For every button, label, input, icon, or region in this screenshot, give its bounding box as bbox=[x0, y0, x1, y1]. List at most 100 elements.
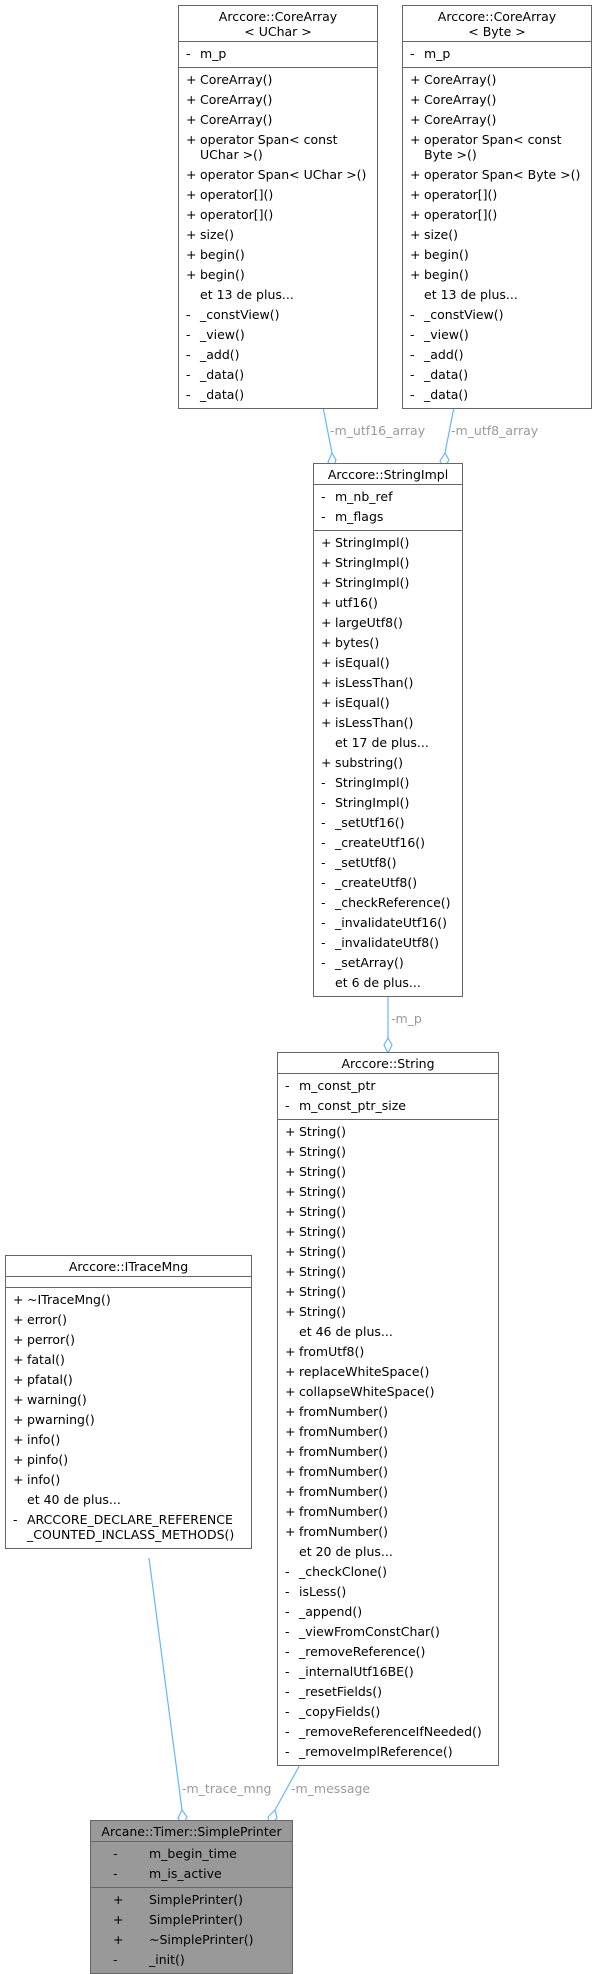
method-row: +SimplePrinter() bbox=[91, 1910, 292, 1930]
method-name: fromNumber() bbox=[299, 1444, 389, 1459]
method-row: -_removeReferenceIfNeeded() bbox=[278, 1722, 498, 1742]
visibility-marker: - bbox=[321, 835, 326, 850]
visibility-marker: + bbox=[285, 1444, 296, 1459]
method-name: _view() bbox=[200, 327, 245, 342]
visibility-marker: - bbox=[410, 347, 415, 362]
visibility-marker: + bbox=[13, 1452, 24, 1467]
visibility-marker: + bbox=[186, 92, 197, 107]
method-row: +utf16() bbox=[314, 593, 462, 613]
visibility-marker: + bbox=[285, 1384, 296, 1399]
method-name: fatal() bbox=[27, 1352, 65, 1367]
visibility-marker bbox=[278, 1542, 299, 1562]
method-row: +String() bbox=[278, 1302, 498, 1322]
method-row: -_append() bbox=[278, 1602, 498, 1622]
method-row: +substring() bbox=[314, 753, 462, 773]
method-name: fromNumber() bbox=[299, 1524, 389, 1539]
visibility-marker: - bbox=[285, 1684, 290, 1699]
class-node-simpleprinter[interactable]: Arcane::Timer::SimplePrinter-m_begin_tim… bbox=[90, 1820, 293, 1974]
visibility-marker: - bbox=[186, 387, 191, 402]
visibility-marker bbox=[6, 1490, 27, 1510]
method-name: isLess() bbox=[299, 1584, 347, 1599]
method-row: +fromNumber() bbox=[278, 1402, 498, 1422]
visibility-marker: - bbox=[321, 855, 326, 870]
attributes-section: -m_begin_time-m_is_active bbox=[91, 1841, 292, 1887]
method-row: +fromNumber() bbox=[278, 1482, 498, 1502]
method-name: String() bbox=[299, 1264, 347, 1279]
method-name: _removeReference() bbox=[299, 1644, 426, 1659]
visibility-marker: + bbox=[186, 247, 197, 262]
visibility-marker: - bbox=[321, 875, 326, 890]
method-name: pfatal() bbox=[27, 1372, 73, 1387]
method-row: -_viewFromConstChar() bbox=[278, 1622, 498, 1642]
attributes-section: -m_p bbox=[403, 41, 591, 67]
class-title: Arccore::CoreArray < Byte > bbox=[437, 9, 557, 39]
method-name: _invalidateUtf16() bbox=[335, 915, 447, 930]
attribute-name: m_is_active bbox=[149, 1866, 222, 1881]
method-row: - _init() bbox=[91, 1950, 292, 1970]
method-name: _checkReference() bbox=[335, 895, 451, 910]
method-row: +String() bbox=[278, 1282, 498, 1302]
class-node-corearray-uchar[interactable]: Arccore::CoreArray < UChar >-m_p+CoreArr… bbox=[178, 5, 378, 409]
method-name: _constView() bbox=[424, 307, 504, 322]
method-row: +size() bbox=[179, 225, 377, 245]
attribute-name: m_const_ptr_size bbox=[299, 1098, 406, 1113]
method-row: +String() bbox=[278, 1242, 498, 1262]
attribute-row: -m_begin_time bbox=[91, 1844, 292, 1864]
method-name: String() bbox=[299, 1164, 347, 1179]
visibility-marker: + bbox=[186, 72, 197, 87]
visibility-marker: + bbox=[410, 132, 421, 147]
visibility-marker: + bbox=[186, 132, 197, 147]
method-row: +String() bbox=[278, 1202, 498, 1222]
visibility-marker: + bbox=[13, 1352, 24, 1367]
method-name: _createUtf16() bbox=[335, 835, 426, 850]
method-name: replaceWhiteSpace() bbox=[299, 1364, 430, 1379]
method-name: String() bbox=[299, 1244, 347, 1259]
method-row: et 40 de plus... bbox=[6, 1490, 251, 1510]
visibility-marker: + bbox=[13, 1372, 24, 1387]
method-row: +fromNumber() bbox=[278, 1462, 498, 1482]
method-name: String() bbox=[299, 1304, 347, 1319]
method-name: operator Span< Byte >() bbox=[424, 167, 581, 182]
visibility-marker: + bbox=[410, 92, 421, 107]
visibility-marker: + bbox=[321, 555, 332, 570]
method-name: ~SimplePrinter() bbox=[149, 1932, 254, 1947]
method-name: _data() bbox=[424, 387, 469, 402]
method-name: ARCCORE_DECLARE_REFERENCE _COUNTED_INCLA… bbox=[27, 1512, 235, 1542]
class-node-string[interactable]: Arccore::String-m_const_ptr-m_const_ptr_… bbox=[277, 1052, 499, 1766]
method-name: operator[]() bbox=[424, 207, 498, 222]
method-row: +CoreArray() bbox=[403, 90, 591, 110]
visibility-marker: - bbox=[113, 1952, 118, 1967]
method-name: et 13 de plus... bbox=[200, 287, 294, 302]
attribute-name: m_const_ptr bbox=[299, 1078, 376, 1093]
visibility-marker: - bbox=[321, 935, 326, 950]
method-row: +error() bbox=[6, 1310, 251, 1330]
visibility-marker: - bbox=[186, 367, 191, 382]
method-row: +largeUtf8() bbox=[314, 613, 462, 633]
class-node-stringimpl[interactable]: Arccore::StringImpl-m_nb_ref-m_flags+Str… bbox=[313, 463, 463, 997]
edge-message-line bbox=[274, 1760, 303, 1811]
method-name: fromNumber() bbox=[299, 1424, 389, 1439]
class-node-itracemng[interactable]: Arccore::ITraceMng+~ITraceMng()+error()+… bbox=[5, 1255, 252, 1549]
method-name: bytes() bbox=[335, 635, 380, 650]
class-node-corearray-byte[interactable]: Arccore::CoreArray < Byte >-m_p+CoreArra… bbox=[402, 5, 592, 409]
method-name: operator Span< const Byte >() bbox=[424, 132, 562, 162]
method-name: isLessThan() bbox=[335, 675, 414, 690]
methods-section: +CoreArray()+CoreArray()+CoreArray()+ope… bbox=[179, 67, 377, 408]
method-name: _append() bbox=[299, 1604, 363, 1619]
attribute-name: m_flags bbox=[335, 509, 384, 524]
method-name: _viewFromConstChar() bbox=[299, 1624, 440, 1639]
edge-mp-diamond bbox=[383, 1036, 393, 1055]
visibility-marker: + bbox=[186, 267, 197, 282]
method-name: _removeReferenceIfNeeded() bbox=[299, 1724, 482, 1739]
method-name: error() bbox=[27, 1312, 68, 1327]
visibility-marker: + bbox=[285, 1404, 296, 1419]
methods-section: +CoreArray()+CoreArray()+CoreArray()+ope… bbox=[403, 67, 591, 408]
visibility-marker: - bbox=[13, 1512, 18, 1527]
method-name: _init() bbox=[149, 1952, 185, 1967]
method-row: -_data() bbox=[179, 365, 377, 385]
visibility-marker bbox=[314, 733, 335, 753]
visibility-marker: + bbox=[410, 112, 421, 127]
method-row: +isEqual() bbox=[314, 653, 462, 673]
method-row: -_view() bbox=[179, 325, 377, 345]
method-row: +replaceWhiteSpace() bbox=[278, 1362, 498, 1382]
